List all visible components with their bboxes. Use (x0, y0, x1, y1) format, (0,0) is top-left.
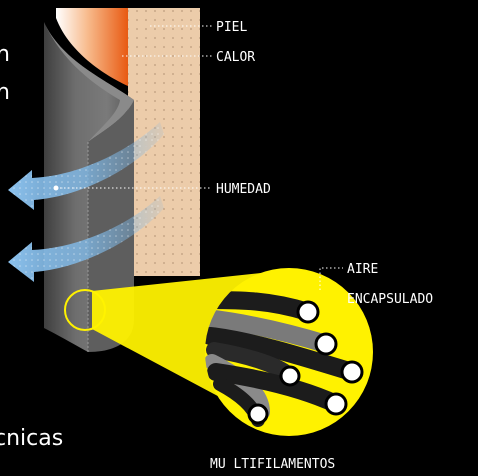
label-piel: PIEL (216, 20, 247, 35)
cropped-text-2: n (0, 80, 10, 105)
label-multifilamentos: MU LTIFILAMENTOS (210, 457, 335, 471)
cropped-text-1: n (0, 42, 10, 67)
label-aire-line2: ENCAPSULADO (347, 292, 433, 307)
cropped-text-3: cnicas (0, 426, 63, 451)
humedad-marker (54, 186, 59, 191)
label-humedad: HUMEDAD (216, 182, 271, 197)
label-aire-line1: AIRE (347, 262, 378, 277)
label-calor: CALOR (216, 50, 255, 65)
